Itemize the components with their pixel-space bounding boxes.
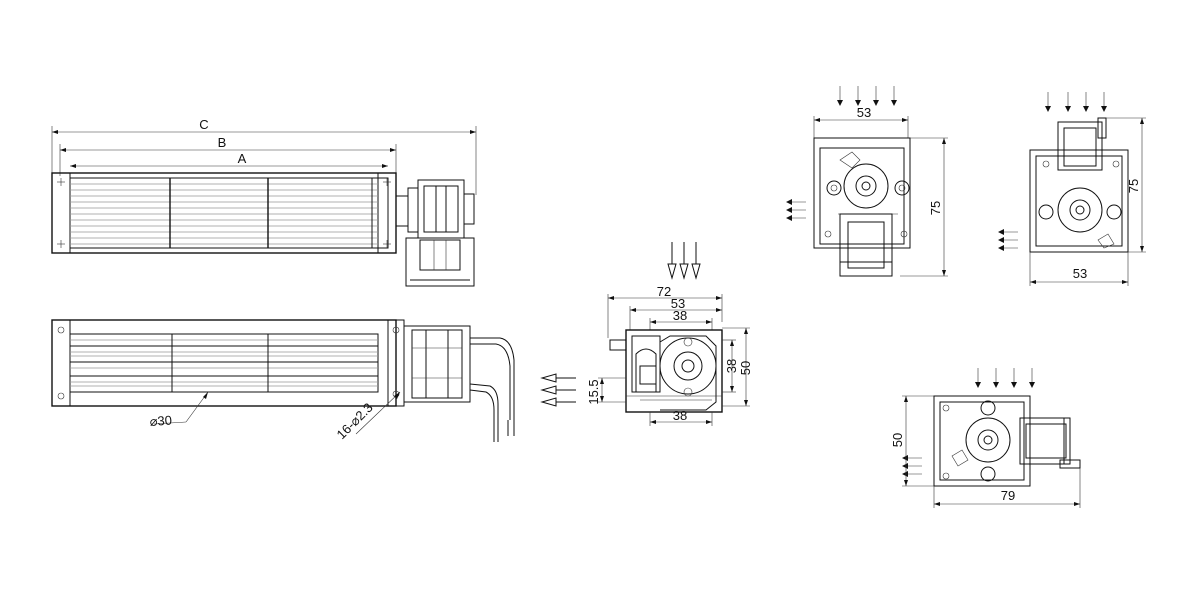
front-72-label: 72 xyxy=(657,284,671,299)
front-15-5-label: 15.5 xyxy=(586,379,601,404)
blower-top-view: C B A xyxy=(51,117,477,287)
tr1-53-label: 53 xyxy=(857,105,871,120)
end-view-center: 72 53 38 15.5 xyxy=(540,242,753,426)
br-50-label: 50 xyxy=(890,433,905,447)
end-view-bottom-right: 50 79 xyxy=(890,368,1081,508)
end-view-top-right-1: 53 75 xyxy=(786,86,948,277)
front-38-right-label: 38 xyxy=(724,359,739,373)
dim-a-label: A xyxy=(238,151,247,166)
dim-c-label: C xyxy=(199,117,208,132)
br-79-label: 79 xyxy=(1001,488,1015,503)
front-38-bottom-label: 38 xyxy=(673,408,687,423)
front-38-top-label: 38 xyxy=(673,308,687,323)
dim-b-label: B xyxy=(218,135,227,150)
end-view-top-right-2: 75 53 xyxy=(998,92,1146,286)
blower-front-view: ⌀30 16-⌀2.3 xyxy=(51,319,515,442)
front-50-right-label: 50 xyxy=(738,361,753,375)
tr1-75-label: 75 xyxy=(928,201,943,215)
airflow-down-arrows xyxy=(667,242,701,280)
airflow-left-arrows xyxy=(540,373,576,407)
tr2-53-label: 53 xyxy=(1073,266,1087,281)
tr2-75-label: 75 xyxy=(1126,179,1141,193)
diameter-30-label: ⌀30 xyxy=(149,412,172,429)
front-53-label: 53 xyxy=(671,296,685,311)
